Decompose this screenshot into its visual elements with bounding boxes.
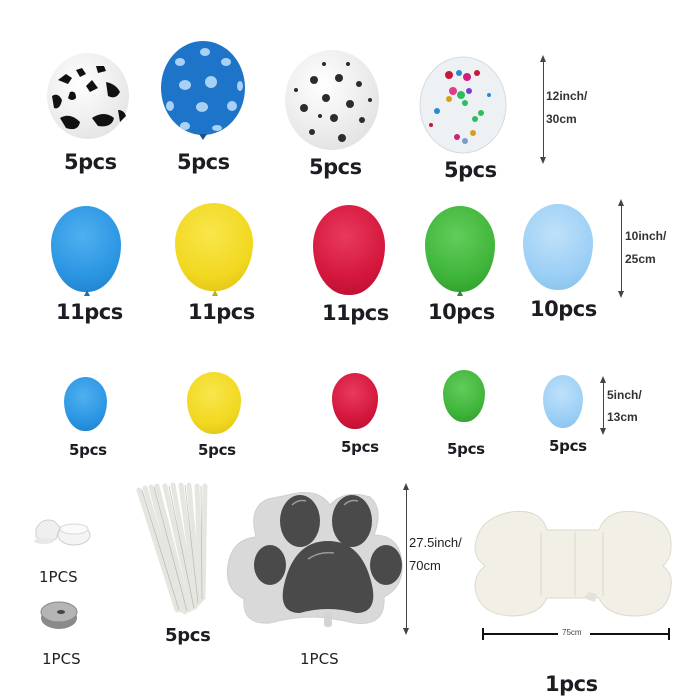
qty-label: 10pcs xyxy=(428,300,495,324)
paw-print-balloon-icon xyxy=(285,50,379,150)
qty-label: 5pcs xyxy=(198,441,236,459)
width-dimension: 75cm xyxy=(482,628,670,640)
size-label: 10inch/ xyxy=(625,229,667,243)
dimension-line xyxy=(484,633,558,635)
qty-label: 1PCS xyxy=(300,650,339,668)
dimension-end-tick xyxy=(668,628,670,640)
balloon-knot-icon xyxy=(212,290,218,296)
small-blue-balloon xyxy=(64,377,107,431)
size-label: 27.5inch/ xyxy=(409,535,462,550)
qty-label: 5pcs xyxy=(64,150,117,174)
size-label: 25cm xyxy=(625,252,656,266)
small-yellow-balloon xyxy=(187,372,241,434)
dimension-line xyxy=(621,204,622,294)
qty-label: 11pcs xyxy=(188,300,255,324)
green-balloon xyxy=(425,206,495,292)
glue-dots-roll xyxy=(40,600,78,630)
cow-print-balloon xyxy=(46,52,130,140)
qty-label: 1PCS xyxy=(39,568,78,586)
small-green-balloon xyxy=(443,370,485,422)
small-light-blue-balloon xyxy=(543,375,583,428)
qty-label: 5pcs xyxy=(309,155,362,179)
bone-foil-balloon xyxy=(471,510,677,622)
ribbon-icon xyxy=(34,519,91,546)
dimension-arrow-up-icon xyxy=(618,199,624,206)
size-label: 12inch/ xyxy=(546,89,588,103)
small-red-balloon xyxy=(332,373,378,429)
qty-label: 10pcs xyxy=(530,297,597,321)
size-label: 70cm xyxy=(409,558,441,573)
qty-label: 1pcs xyxy=(545,672,598,696)
balloon-knot-icon xyxy=(457,290,463,296)
ribbon-roll xyxy=(32,515,92,547)
dimension-arrow-down-icon xyxy=(618,291,624,298)
dimension-end-tick xyxy=(482,628,484,640)
size-label: 13cm xyxy=(607,410,638,424)
paw-foil-icon xyxy=(226,492,403,627)
dimension-arrow-up-icon xyxy=(600,376,606,383)
confetti-balloon xyxy=(419,55,507,155)
qty-label: 5pcs xyxy=(447,440,485,458)
dimension-arrow-up-icon xyxy=(403,483,409,490)
qty-label: 5pcs xyxy=(341,438,379,456)
qty-label: 1PCS xyxy=(42,650,81,668)
paw-print-balloon xyxy=(284,50,380,154)
qty-label: 5pcs xyxy=(444,158,497,182)
dimension-line xyxy=(406,488,407,630)
qty-label: 11pcs xyxy=(322,301,389,325)
qty-label: 5pcs xyxy=(69,441,107,459)
dimension-arrow-down-icon xyxy=(540,157,546,164)
bone-foil-icon xyxy=(474,510,672,617)
glue-dots-icon xyxy=(40,601,78,629)
dimension-line xyxy=(543,60,544,160)
dimension-arrow-up-icon xyxy=(540,55,546,62)
confetti-balloon-icon xyxy=(419,56,507,154)
light-blue-balloon xyxy=(523,204,593,290)
blue-polka-dot-balloon xyxy=(160,40,246,144)
blue-balloon xyxy=(51,206,121,292)
qty-label: 5pcs xyxy=(165,625,211,646)
paw-foil-balloon xyxy=(226,485,408,633)
qty-label: 5pcs xyxy=(549,437,587,455)
polka-dot-balloon-icon xyxy=(161,41,245,140)
dimension-arrow-down-icon xyxy=(600,428,606,435)
sticks-icon xyxy=(136,482,208,615)
balloon-knot-icon xyxy=(84,290,90,296)
dimension-line xyxy=(603,380,604,430)
yellow-balloon xyxy=(175,203,253,291)
size-label: 30cm xyxy=(546,112,577,126)
dimension-arrow-down-icon xyxy=(403,628,409,635)
red-balloon xyxy=(313,205,385,295)
qty-label: 5pcs xyxy=(177,150,230,174)
balloon-sticks xyxy=(135,482,215,617)
qty-label: 11pcs xyxy=(56,300,123,324)
size-label: 5inch/ xyxy=(607,388,642,402)
cow-print-balloon-icon xyxy=(47,53,129,139)
dimension-line xyxy=(590,633,668,635)
width-label: 75cm xyxy=(562,628,582,637)
